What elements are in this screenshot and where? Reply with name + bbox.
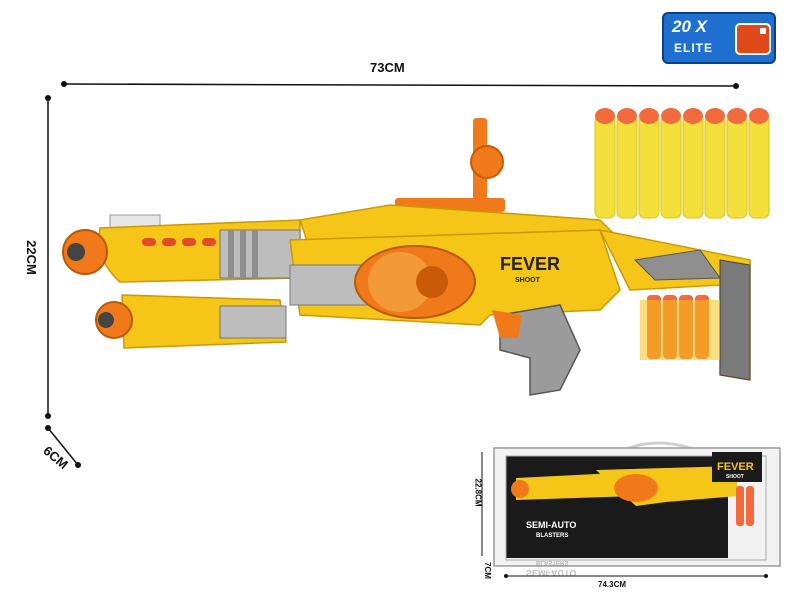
dart-row [594,108,770,219]
lower-barrel [95,294,287,349]
box-height-label: 22.8CM [473,478,483,507]
badge-label: ELITE [674,41,714,55]
blaster-illustration: FEVER SHOOT [62,118,751,396]
dart [616,108,638,219]
box-brand-sub: SHOOT [726,474,744,480]
badge-count: 20 X [672,17,707,36]
dart [682,108,704,219]
ammo-count-badge: 20 X ELITE [662,12,776,64]
box-title-line1: SEMI-AUTO [526,520,576,530]
box-title-reflection: SEMI-AUTO BLASTERS [526,559,576,578]
dart [660,108,682,219]
box-gun-image [511,466,754,526]
dart [748,108,770,219]
pistol-grip [492,304,581,396]
box-reflection-line2: BLASTERS [536,559,568,565]
dart [726,108,748,219]
gun-brand-sub: SHOOT [515,277,541,284]
box-reflection-line1: SEMI-AUTO [526,568,576,578]
magazine-icon [735,23,771,55]
rotating-drum [354,245,476,319]
length-label: 73CM [370,60,405,75]
box-width-label: 74.3CM [598,580,627,589]
dart [594,108,616,219]
dart [638,108,660,219]
box-depth-label: 7CM [482,562,492,579]
box-title-line2: BLASTERS [536,533,568,539]
flip-sight [395,118,505,212]
shoulder-stock [598,228,751,381]
dart [704,108,726,219]
box-brand-text: FEVER [717,461,754,473]
product-box: FEVER SHOOT SEMI-AUTO BLASTERS SEMI-AUTO… [481,441,781,578]
gun-brand-text: FEVER [500,254,560,274]
front-barrel [62,214,301,283]
height-label: 22CM [23,240,39,275]
